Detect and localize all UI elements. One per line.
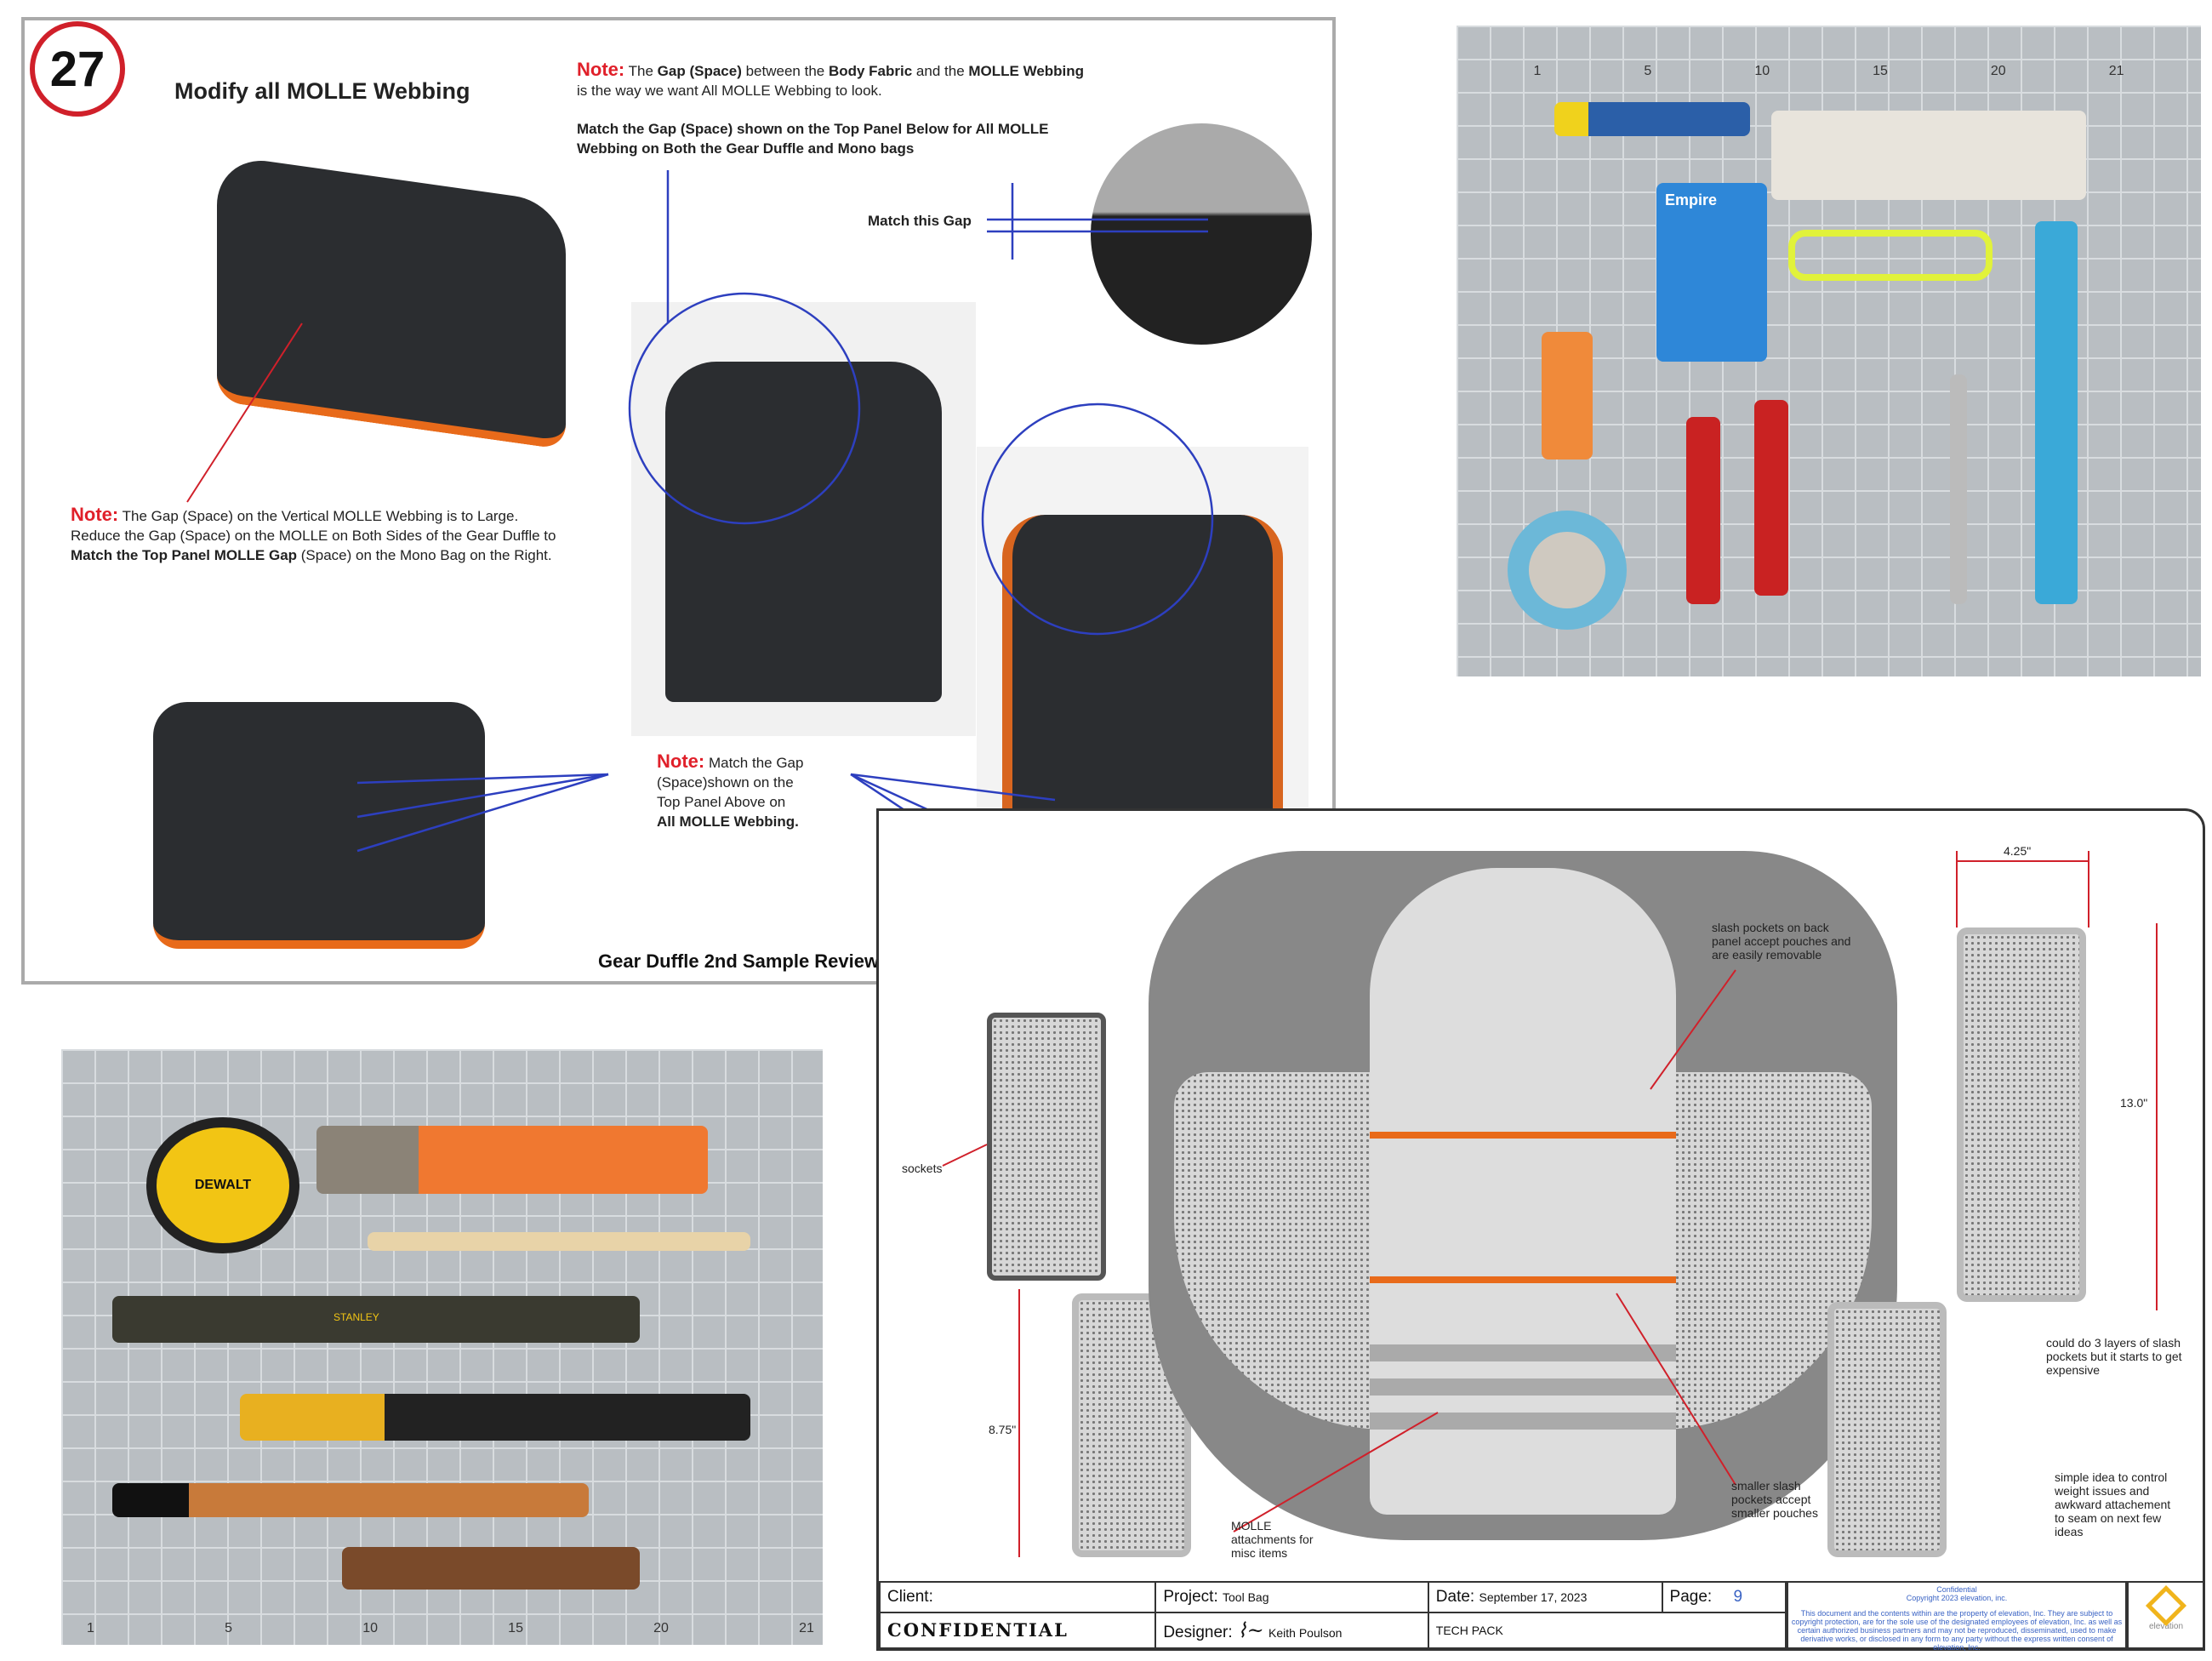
- gap-detail-circle: [1091, 123, 1312, 345]
- dimension-width: 4.25": [2004, 844, 2032, 858]
- note-left: Note: The Gap (Space) on the Vertical MO…: [71, 504, 556, 563]
- title-block: Client: Project: Tool Bag Date: Septembe…: [878, 1581, 1787, 1650]
- level-package: Empire: [1656, 183, 1767, 362]
- doc-type: TECH PACK: [1427, 1611, 1787, 1650]
- designer-label: Designer:: [1163, 1623, 1233, 1641]
- date-value: September 17, 2023: [1479, 1590, 1588, 1604]
- socket-pouch: [987, 1013, 1106, 1281]
- annotation-molle: MOLLE attachments for misc items: [1231, 1519, 1314, 1560]
- project-label: Project:: [1163, 1587, 1218, 1606]
- small-pouch-right: [1827, 1302, 1947, 1557]
- saw-tool: [1771, 111, 2086, 200]
- page-value: 9: [1733, 1587, 1743, 1606]
- project-value: Tool Bag: [1223, 1590, 1269, 1604]
- safety-glasses: [1788, 230, 1993, 281]
- mono-bag-top-photo: [631, 302, 976, 736]
- string-line: [1542, 332, 1593, 459]
- wrench: [1950, 374, 1967, 604]
- annotation-three-layers: could do 3 layers of slash pockets but i…: [2046, 1336, 2182, 1377]
- date-label: Date:: [1435, 1587, 1475, 1606]
- designer-value: Keith Poulson: [1268, 1625, 1343, 1640]
- confidential-stamp: CONFIDENTIAL: [878, 1611, 1157, 1650]
- pry-bar: [342, 1547, 640, 1590]
- dimension-height-left: 8.75": [989, 1423, 1017, 1436]
- client-label: Client:: [887, 1587, 933, 1606]
- large-pouch: [1957, 928, 2086, 1302]
- elevation-logo: elevation: [2127, 1581, 2205, 1649]
- page-number-badge: 27: [30, 21, 125, 117]
- claw-bar: STANLEY: [112, 1296, 640, 1343]
- pliers-2: [1754, 400, 1788, 596]
- cold-chisel: [316, 1126, 708, 1194]
- tool-bag-flat-drawing: [1149, 851, 1897, 1540]
- annotation-smaller-slash: smaller slash pockets accept smaller pou…: [1731, 1479, 1818, 1520]
- tack-hammer: [368, 1232, 750, 1251]
- note-top: Note: The Gap (Space) between the Body F…: [577, 59, 1085, 99]
- dimension-height-right: 13.0": [2120, 1096, 2148, 1110]
- annotation-simple-idea: simple idea to control weight issues and…: [2055, 1470, 2171, 1538]
- gear-duffle-side-photo: [153, 702, 485, 949]
- framing-hammer: [240, 1394, 750, 1441]
- review-title: Modify all MOLLE Webbing: [174, 78, 470, 104]
- signature: ⌇~: [1236, 1618, 1264, 1642]
- small-pouch-left: [1072, 1293, 1191, 1557]
- rubber-mallet: [112, 1483, 589, 1517]
- channel-lock-pliers: [2035, 221, 2078, 604]
- pliers-1: [1686, 417, 1720, 604]
- annotation-sockets: sockets: [902, 1162, 943, 1175]
- annotation-slash-pockets: slash pockets on back panel accept pouch…: [1712, 921, 1851, 962]
- chisel-tool: [1554, 102, 1750, 136]
- page-label: Page:: [1669, 1587, 1713, 1606]
- match-gap-label: Match this Gap: [868, 213, 972, 229]
- match-instruction: Match the Gap (Space) shown on the Top P…: [577, 121, 1049, 157]
